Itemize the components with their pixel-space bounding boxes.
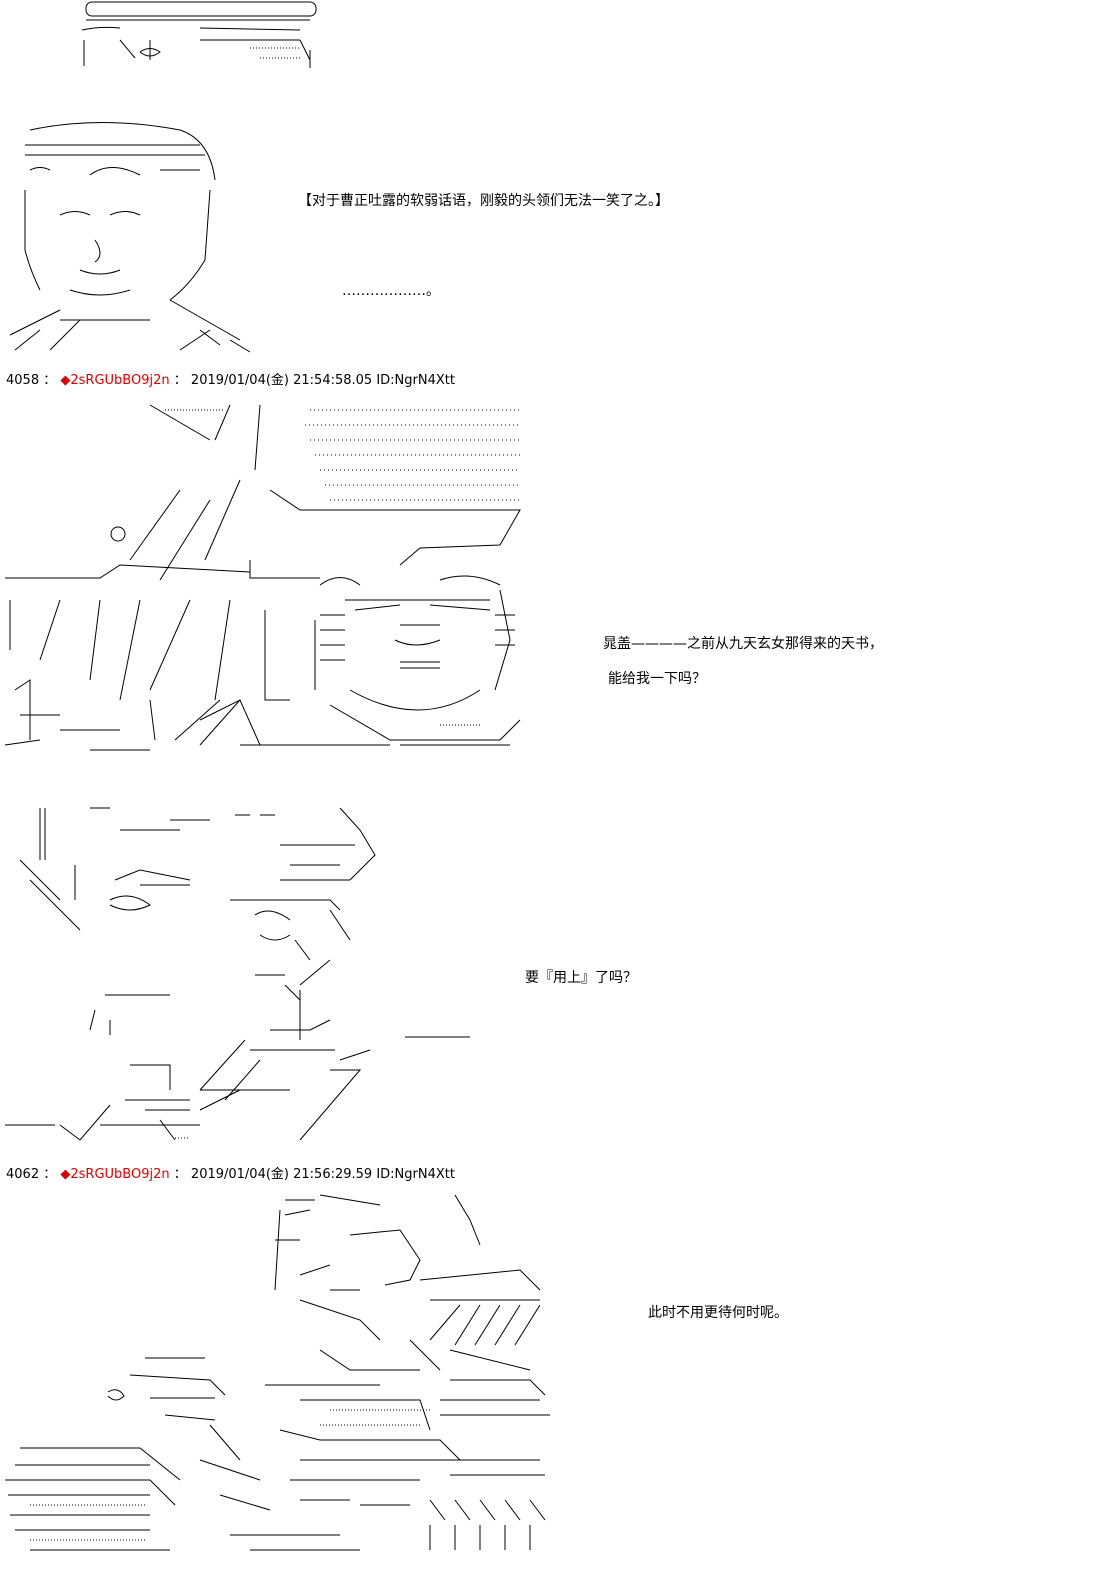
dialogue-line: 能给我一下吗？ <box>608 671 706 687</box>
dialogue-line: 要『用上』了吗？ <box>525 970 637 986</box>
dialogue-line: 晁盖————之前从九天玄女那得来的天书， <box>603 636 883 652</box>
two-figures-art <box>5 405 520 750</box>
post-id: ID:NgrN4Xtt <box>376 373 455 388</box>
post-datetime: 2019/01/04(金) 21:54:58.05 <box>190 373 373 388</box>
post-number: 4062 <box>6 1167 40 1182</box>
separator: ： <box>173 373 187 388</box>
post-datetime: 2019/01/04(金) 21:56:29.59 <box>190 1167 373 1182</box>
ellipsis-text: ………………。 <box>342 283 440 299</box>
cao-zheng-face-art <box>10 123 250 353</box>
post-header: 4062 ： ◆2sRGUbBO9j2n ： 2019/01/04(金) 21:… <box>6 1163 455 1182</box>
separator: ： <box>173 1167 187 1182</box>
trip-diamond-icon: ◆ <box>60 373 71 388</box>
separator: ： <box>43 1167 57 1182</box>
tripcode[interactable]: 2sRGUbBO9j2n <box>70 1167 170 1182</box>
narration-text: 【对于曹正吐露的软弱话语，刚毅的头领们无法一笑了之。】 <box>298 193 669 209</box>
tripcode[interactable]: 2sRGUbBO9j2n <box>70 373 170 388</box>
post-number: 4058 <box>6 373 40 388</box>
post-header: 4058 ： ◆2sRGUbBO9j2n ： 2019/01/04(金) 21:… <box>6 369 455 388</box>
trip-diamond-icon: ◆ <box>60 1167 71 1182</box>
post-id: ID:NgrN4Xtt <box>376 1167 455 1182</box>
top-strip-art <box>82 2 316 68</box>
man-raising-arm-art <box>5 808 470 1140</box>
separator: ： <box>43 373 57 388</box>
man-with-book-art <box>5 1195 550 1550</box>
dialogue-line: 此时不用更待何时呢。 <box>648 1305 788 1321</box>
